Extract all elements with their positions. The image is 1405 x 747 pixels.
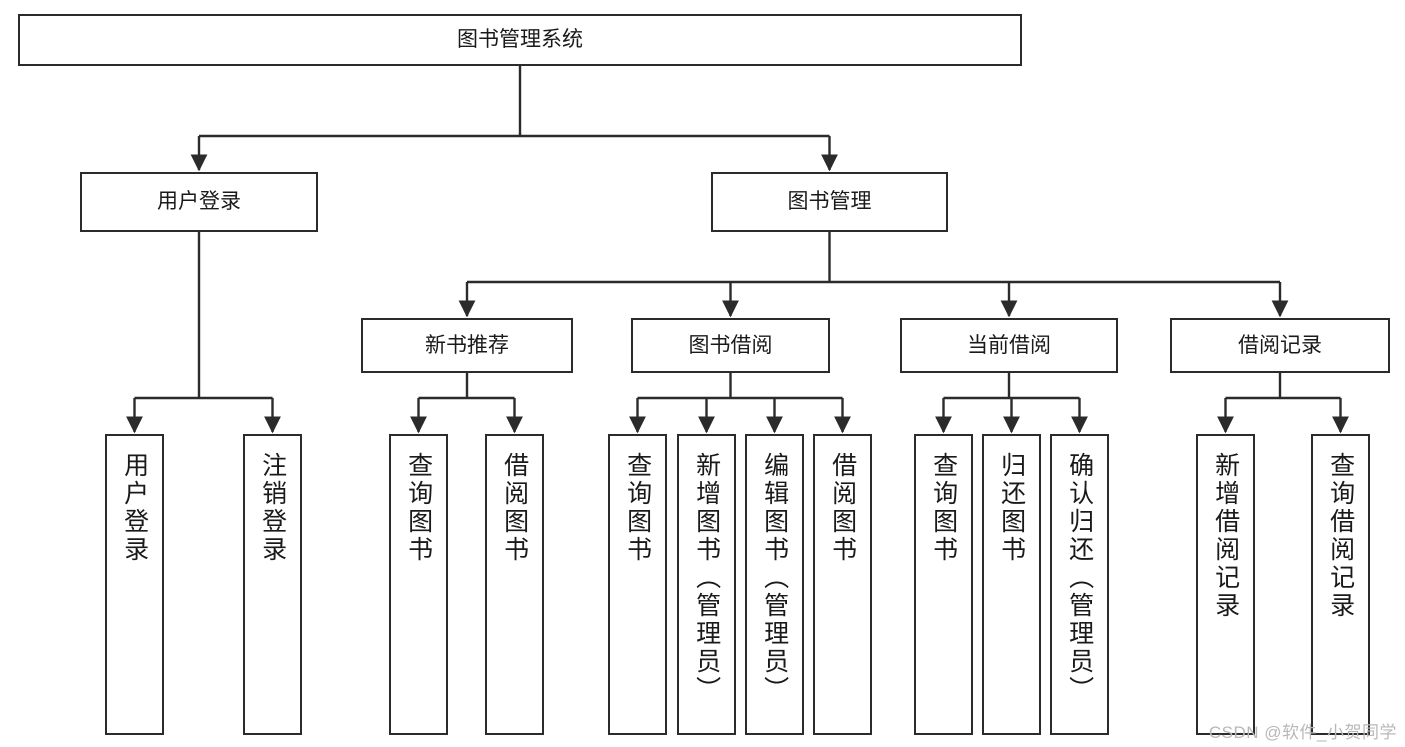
node-leaf-query-book-b[interactable]: 查询图书 [608, 434, 667, 735]
node-root-root[interactable]: 图书管理系统 [18, 14, 1022, 66]
node-leaf-query-book-rec[interactable]: 查询图书 [389, 434, 448, 735]
node-label: 图书管理 [787, 190, 872, 214]
node-leaf-edit-book[interactable]: 编辑图书（管理员） [745, 434, 804, 735]
node-user-login[interactable]: 用户登录 [80, 172, 318, 232]
node-label: 用户登录 [157, 190, 241, 214]
node-leaf-return-book[interactable]: 归还图书 [982, 434, 1041, 735]
node-leaf-borrow-book-rec[interactable]: 借阅图书 [485, 434, 544, 735]
node-label: 查询借阅记录 [1326, 452, 1355, 620]
node-label: 编辑图书（管理员） [760, 452, 789, 704]
node-label: 确认归还（管理员） [1065, 452, 1094, 704]
node-leaf-add-record[interactable]: 新增借阅记录 [1196, 434, 1255, 735]
node-label: 用户登录 [120, 452, 149, 564]
node-leaf-borrow-book-b[interactable]: 借阅图书 [813, 434, 872, 735]
node-leaf-query-record[interactable]: 查询借阅记录 [1311, 434, 1370, 735]
node-leaf-add-book[interactable]: 新增图书（管理员） [677, 434, 736, 735]
node-book-manage[interactable]: 图书管理 [711, 172, 948, 232]
node-label: 归还图书 [997, 452, 1026, 564]
node-leaf-user-login[interactable]: 用户登录 [105, 434, 164, 735]
node-label: 图书管理系统 [457, 28, 583, 52]
node-leaf-confirm-return[interactable]: 确认归还（管理员） [1050, 434, 1109, 735]
node-label: 图书借阅 [688, 333, 773, 357]
node-label: 新增图书（管理员） [692, 452, 721, 704]
node-label: 借阅图书 [828, 452, 857, 564]
watermark-text: CSDN @软件_小贺同学 [1208, 723, 1397, 742]
node-label: 当前借阅 [967, 333, 1051, 357]
node-leaf-query-book-c[interactable]: 查询图书 [914, 434, 973, 735]
node-label: 查询图书 [623, 452, 652, 564]
node-label: 注销登录 [258, 452, 287, 564]
node-label: 查询图书 [929, 452, 958, 564]
node-borrow-record[interactable]: 借阅记录 [1170, 318, 1390, 373]
node-leaf-user-logout[interactable]: 注销登录 [243, 434, 302, 735]
node-label: 新书推荐 [425, 333, 509, 357]
node-book-borrow[interactable]: 图书借阅 [631, 318, 830, 373]
node-current-borrow[interactable]: 当前借阅 [900, 318, 1118, 373]
node-new-book-rec[interactable]: 新书推荐 [361, 318, 573, 373]
node-label: 借阅记录 [1238, 333, 1322, 357]
node-label: 查询图书 [404, 452, 433, 564]
node-label: 借阅图书 [500, 452, 529, 564]
node-label: 新增借阅记录 [1211, 452, 1240, 620]
